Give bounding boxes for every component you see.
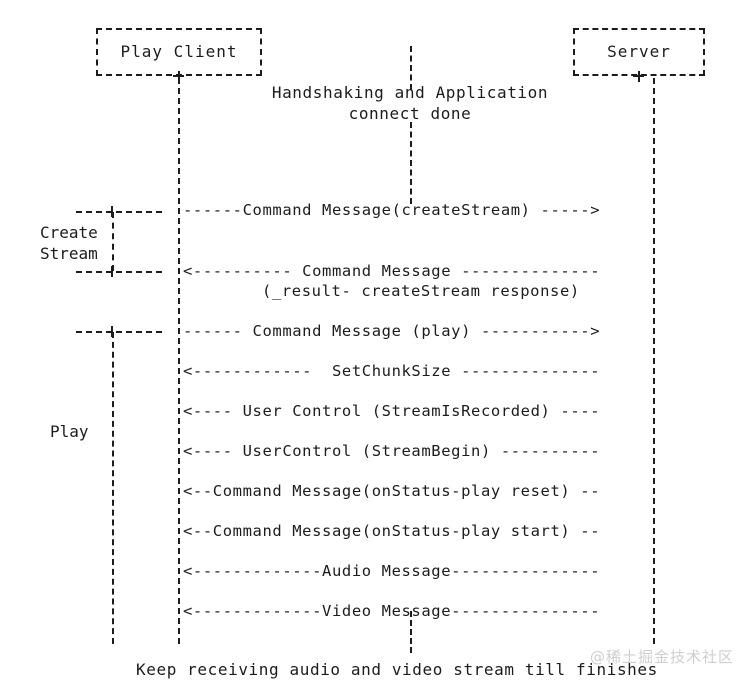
phase-rule-play-top-plus (111, 326, 113, 337)
message-video-message: <-------------Video Message-------------… (183, 602, 601, 620)
phase-rule-create-stream-top (76, 211, 162, 213)
message-on-status-play-start: <--Command Message(onStatus-play start) … (183, 522, 601, 540)
message-play-request: ------ Command Message (play) ----------… (183, 322, 601, 340)
participant-label-play-client: Play Client (120, 42, 238, 61)
message-on-status-play-reset: <--Command Message(onStatus-play reset) … (183, 482, 601, 500)
participant-tick-play-client (173, 70, 184, 82)
phase-label-play: Play (50, 422, 89, 441)
phase-label-create-stream-line1: Create (40, 223, 98, 242)
message-create-stream-request: ------Command Message(createStream) ----… (183, 201, 601, 219)
message-user-control-stream-is-recorded: <---- User Control (StreamIsRecorded) --… (183, 402, 601, 420)
phase-bracket-create-stream (112, 212, 114, 271)
phase-rule-create-stream-top-plus (111, 206, 113, 217)
note-keep-receiving: Keep receiving audio and video stream ti… (136, 660, 658, 679)
lifeline-center-lower (410, 611, 412, 653)
message-create-stream-response-sub: (_result- createStream response) (262, 282, 580, 300)
phase-bracket-play (112, 332, 114, 644)
message-user-control-stream-begin: <---- UserControl (StreamBegin) --------… (183, 442, 601, 460)
phase-label-create-stream-line2: Stream (40, 244, 98, 263)
phase-rule-create-stream-bottom-plus (111, 266, 113, 277)
phase-rule-play-top (76, 331, 162, 333)
note-handshaking-line1: Handshaking and Application (271, 83, 549, 102)
note-handshaking-line2: connect done (348, 104, 472, 123)
lifeline-play-client (178, 78, 180, 644)
participant-label-server: Server (607, 42, 671, 61)
lifeline-center-mid (410, 122, 412, 204)
participant-tick-server (633, 70, 644, 82)
phase-rule-create-stream-bottom (76, 271, 162, 273)
message-set-chunk-size: <------------ SetChunkSize -------------… (183, 362, 601, 380)
lifeline-server (653, 78, 655, 644)
message-audio-message: <-------------Audio Message-------------… (183, 562, 601, 580)
lifeline-center-upper (410, 46, 412, 90)
message-create-stream-response: <---------- Command Message ------------… (183, 262, 601, 280)
